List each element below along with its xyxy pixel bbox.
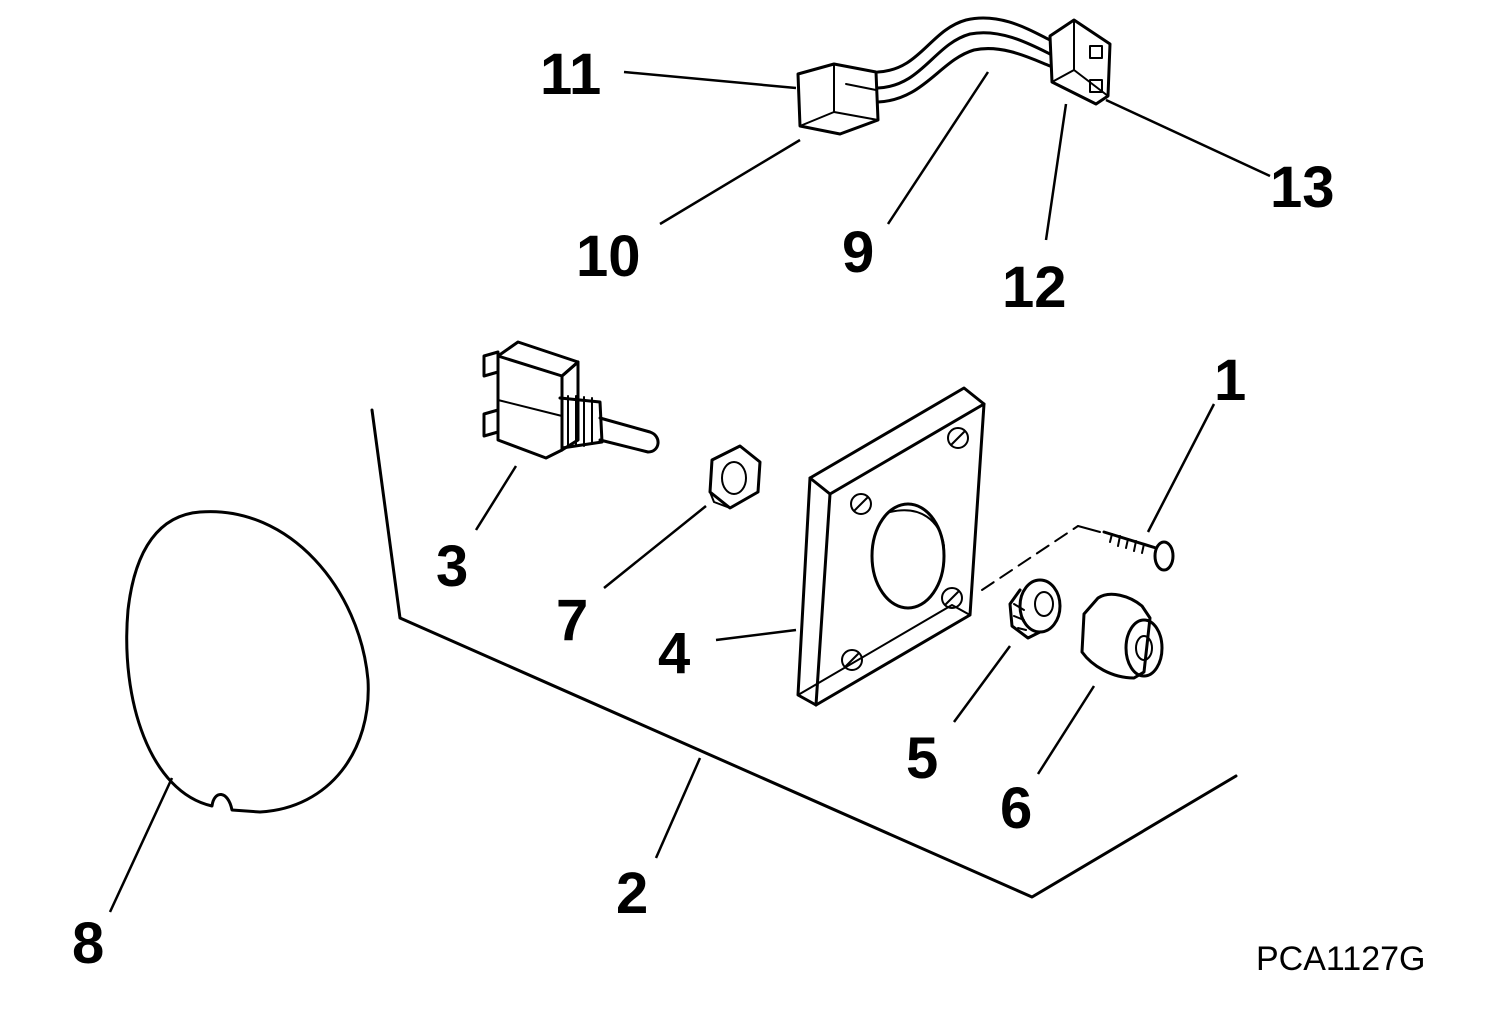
callout-2: 2 xyxy=(616,861,648,926)
callout-9: 9 xyxy=(842,220,874,285)
callout-1: 1 xyxy=(1214,348,1246,413)
toggle-switch xyxy=(482,340,660,460)
callout-3: 3 xyxy=(436,534,468,599)
callout-11: 11 xyxy=(540,42,601,107)
callout-4: 4 xyxy=(658,621,690,686)
callout-7: 7 xyxy=(556,588,588,653)
knob xyxy=(1080,592,1164,680)
assembly-axis xyxy=(981,525,1101,591)
knob-nut xyxy=(1008,578,1062,640)
screw xyxy=(1102,530,1175,572)
leader-lines xyxy=(108,70,1271,913)
figure-code: PCA1127G xyxy=(1256,940,1425,978)
wiring-harness xyxy=(796,16,1112,136)
callout-5: 5 xyxy=(906,726,938,791)
hex-nut xyxy=(708,444,762,510)
mounting-plate xyxy=(796,386,986,707)
callout-13: 13 xyxy=(1270,155,1335,220)
callout-12: 12 xyxy=(1002,255,1067,320)
callout-10: 10 xyxy=(576,224,641,289)
callout-8: 8 xyxy=(72,911,104,976)
gasket-ring xyxy=(125,510,370,814)
panel-outline xyxy=(370,408,1238,899)
callout-6: 6 xyxy=(1000,776,1032,841)
